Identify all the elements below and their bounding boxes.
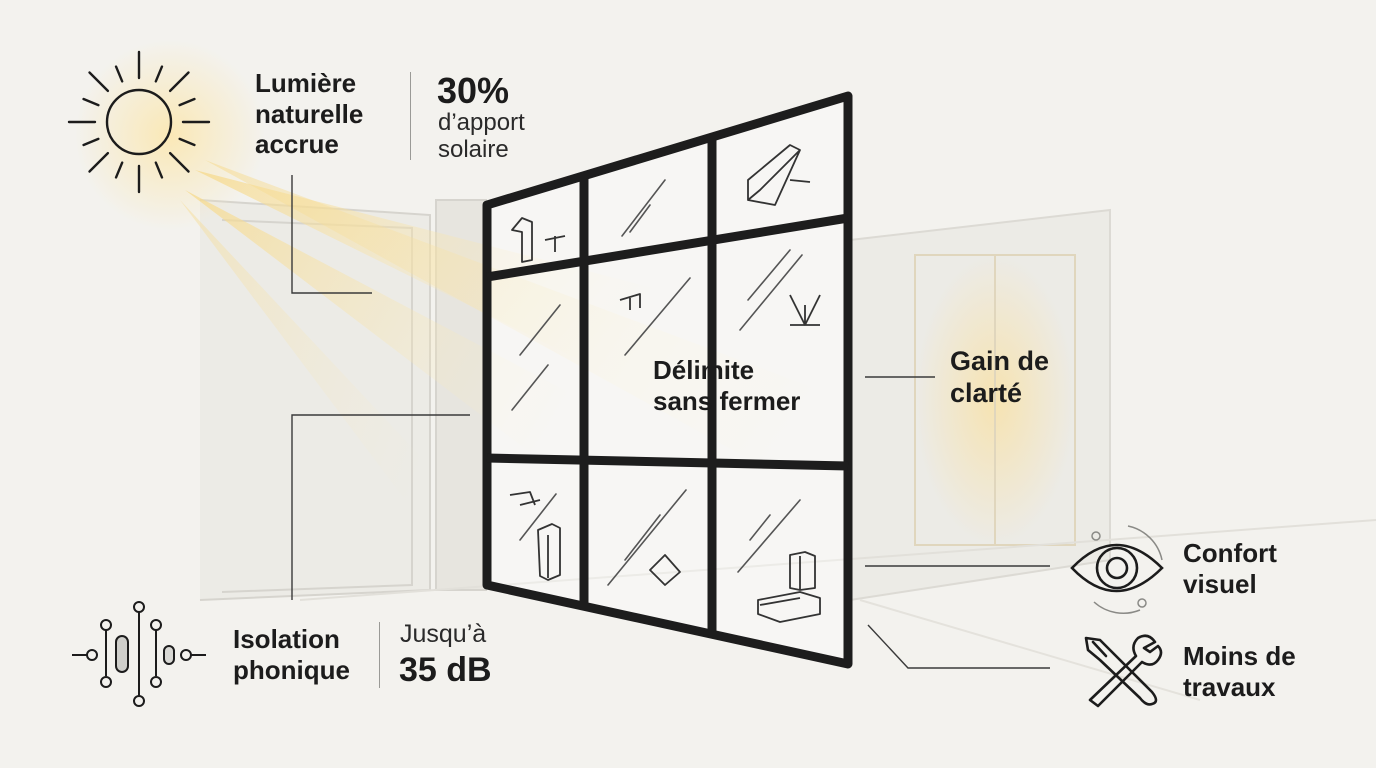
- glass-partition: [482, 91, 853, 669]
- sun-ray: [82, 97, 100, 107]
- sound-separator: [379, 622, 380, 688]
- sun-ray: [154, 65, 164, 83]
- light-separator: [410, 72, 411, 160]
- sun-ray: [114, 161, 124, 179]
- light-value: 30%: [437, 70, 510, 111]
- sun-icon: [67, 50, 211, 194]
- sun-ray: [82, 137, 100, 147]
- center-label: Délimite sans fermer: [653, 355, 801, 416]
- comfort-feature-title: Confort visuel: [1183, 538, 1277, 599]
- eye-icon: [1070, 525, 1164, 615]
- sun-ray: [88, 71, 110, 93]
- wrench-screwdriver-icon: [1084, 634, 1163, 708]
- sound-value-prefix: Jusqu’à: [400, 620, 487, 648]
- sun-ray: [168, 71, 190, 93]
- light-feature-title: Lumière naturelle accrue: [255, 68, 363, 160]
- sun-ray: [178, 97, 196, 107]
- leader-lines: [291, 175, 1050, 669]
- sun-ray: [88, 151, 110, 173]
- sun-ray: [178, 137, 196, 147]
- sun-ray: [168, 151, 190, 173]
- works-feature-title: Moins de travaux: [1183, 641, 1296, 702]
- light-value-caption: d’apport solaire: [438, 109, 525, 163]
- sound-wave-icon: [72, 601, 206, 707]
- sun-ray: [114, 65, 124, 83]
- sound-feature-title: Isolation phonique: [233, 624, 350, 685]
- sun-ray: [154, 161, 164, 179]
- sound-value: 35 dB: [399, 651, 492, 689]
- light-title-text: Lumière naturelle accrue: [255, 68, 364, 160]
- clarity-feature-title: Gain de clarté: [950, 346, 1050, 408]
